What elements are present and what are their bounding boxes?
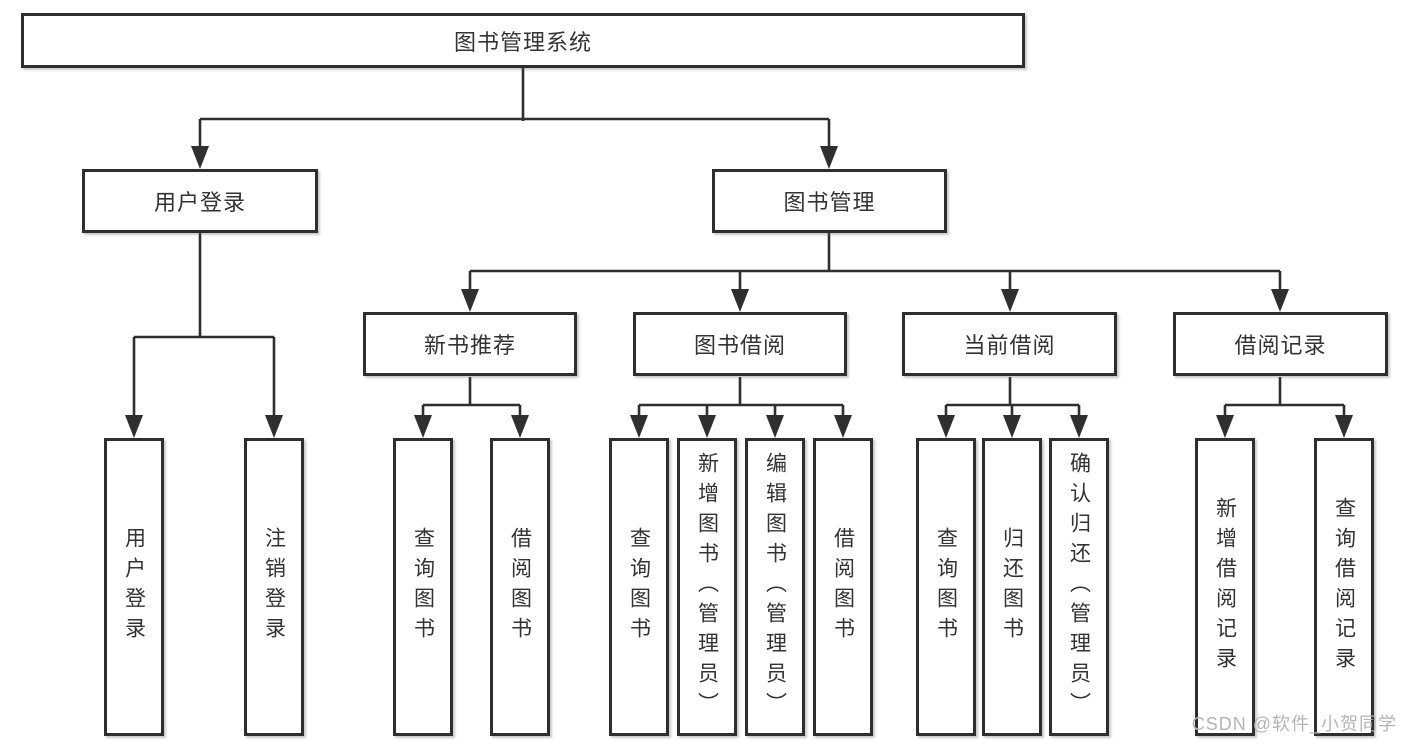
connector-path [132,68,1346,419]
leaf-edit-book-admin-label: 编辑图书（管理员） [763,452,787,722]
leaf-borrow-books-recommend: 借阅图书 [490,438,550,736]
node-library-system: 图书管理系统 [21,13,1025,68]
node-book-borrowing: 图书借阅 [633,312,847,376]
leaf-edit-book-admin: 编辑图书（管理员） [745,438,805,736]
leaf-borrow-books-borrowing-label: 借阅图书 [831,527,855,647]
leaf-query-books-borrowing-label: 查询图书 [627,527,651,647]
leaf-borrow-books-borrowing: 借阅图书 [813,438,873,736]
leaf-query-books-recommend-label: 查询图书 [411,527,435,647]
leaf-borrow-books-recommend-label: 借阅图书 [508,527,532,647]
leaf-add-borrow-record-label: 新增借阅记录 [1213,497,1237,677]
leaf-query-books-recommend: 查询图书 [393,438,453,736]
node-new-book-recommend-label: 新书推荐 [423,333,516,358]
node-borrowing-records: 借阅记录 [1173,312,1388,376]
leaf-confirm-return-admin: 确认归还（管理员） [1049,438,1109,736]
leaf-add-book-admin: 新增图书（管理员） [677,438,737,736]
leaf-logout: 注销登录 [244,438,304,736]
leaf-query-books-current-label: 查询图书 [934,527,958,647]
leaf-query-borrow-record: 查询借阅记录 [1314,438,1374,736]
arrowheads [125,146,1353,438]
node-current-borrowing: 当前借阅 [902,312,1117,376]
node-new-book-recommend: 新书推荐 [363,312,577,376]
leaf-query-books-current: 查询图书 [916,438,976,736]
node-user-login: 用户登录 [82,169,318,233]
leaf-user-login: 用户登录 [104,438,164,736]
leaf-return-books: 归还图书 [982,438,1042,736]
leaf-add-borrow-record: 新增借阅记录 [1195,438,1255,736]
leaf-query-books-borrowing: 查询图书 [609,438,669,736]
node-borrowing-records-label: 借阅记录 [1234,333,1327,358]
node-library-system-label: 图书管理系统 [453,29,592,55]
leaf-add-book-admin-label: 新增图书（管理员） [695,452,719,722]
node-user-login-label: 用户登录 [153,190,246,215]
leaf-logout-label: 注销登录 [262,527,286,647]
leaf-confirm-return-admin-label: 确认归还（管理员） [1067,452,1091,722]
leaf-return-books-label: 归还图书 [1000,527,1024,647]
node-current-borrowing-label: 当前借阅 [963,333,1056,358]
leaf-user-login-label: 用户登录 [122,527,146,647]
node-book-management: 图书管理 [712,169,947,233]
csdn-watermark: CSDN @软件_小贺同学 [1191,714,1397,734]
leaf-query-borrow-record-label: 查询借阅记录 [1332,497,1356,677]
node-book-management-label: 图书管理 [783,190,876,215]
node-book-borrowing-label: 图书借阅 [693,333,786,358]
